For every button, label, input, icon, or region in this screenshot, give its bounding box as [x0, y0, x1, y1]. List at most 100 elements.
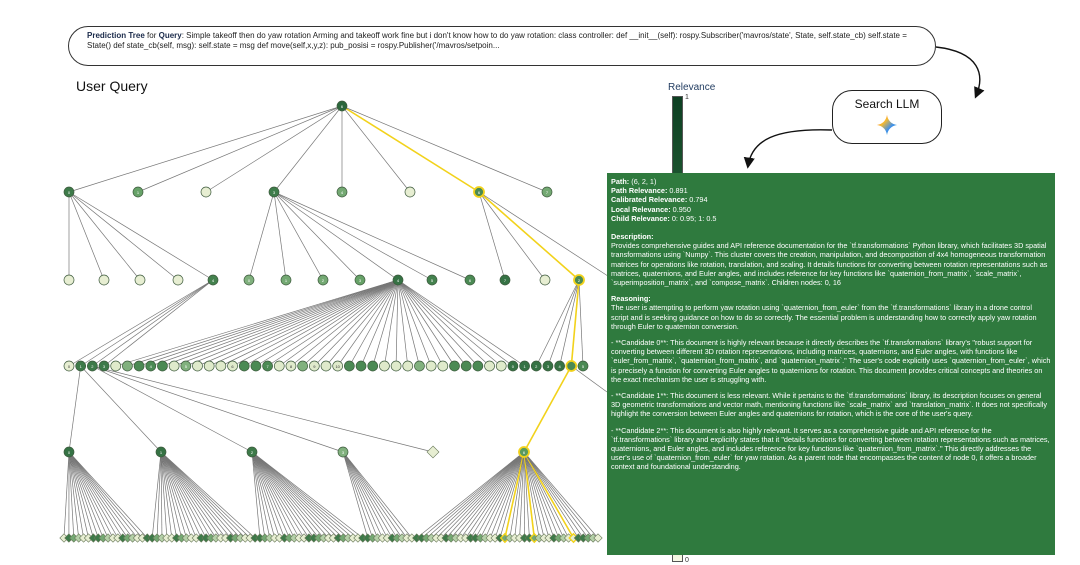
tree-node-l2[interactable] — [539, 274, 551, 286]
edge-l4-leaf-0 — [63, 451, 70, 539]
tree-node-l3[interactable] — [565, 360, 578, 372]
tree-node-l3[interactable]: 4 — [554, 360, 565, 372]
tree-node-l3[interactable] — [320, 360, 332, 372]
tree-node-l3[interactable]: 10 — [332, 360, 344, 372]
search-llm-box: Search LLM — [832, 90, 942, 144]
tree-node-l3[interactable] — [297, 360, 308, 372]
tree-node-l2[interactable]: 4 — [392, 274, 404, 286]
tree-node-l3[interactable]: 3 — [542, 360, 554, 372]
reasoning-label: Reasoning: — [611, 294, 651, 304]
edge-l2-l3-33 — [397, 279, 455, 367]
tree-node-l3[interactable]: 9 — [308, 360, 320, 372]
edge-l2-l3-18 — [279, 279, 399, 367]
tree-node-l3[interactable] — [215, 360, 227, 372]
tree-node-l3[interactable] — [192, 360, 203, 372]
tree-node-l1[interactable]: 4 — [336, 186, 348, 198]
tree-node-l3[interactable] — [379, 360, 390, 372]
tree-node-l1[interactable]: 7 — [541, 186, 553, 198]
tree-node-l1[interactable] — [404, 186, 416, 198]
edge-l4-leaf-66 — [342, 451, 388, 539]
tree-leaf-document[interactable] — [593, 533, 603, 543]
tree-node-l3[interactable] — [344, 360, 355, 372]
tree-node-l3[interactable]: 6 — [227, 360, 238, 372]
edge-l1-l2-4 — [68, 191, 214, 281]
tree-node-l2[interactable]: 2 — [573, 274, 585, 286]
tree-node-l3[interactable] — [168, 360, 180, 372]
tree-node-l3[interactable]: 0 — [63, 360, 75, 372]
tree-node-l3[interactable] — [367, 360, 379, 372]
tree-node-l3[interactable] — [133, 360, 145, 372]
tree-node-l3[interactable]: 5 — [577, 360, 589, 372]
tree-node-l3[interactable]: 0 — [507, 360, 519, 372]
tree-node-root[interactable]: 6 — [336, 100, 348, 112]
tree-node-l4[interactable]: 0 — [63, 446, 75, 458]
query-prefix: Prediction Tree — [87, 31, 145, 40]
tree-node-l3[interactable] — [250, 360, 262, 372]
tree-node-l3[interactable] — [355, 360, 367, 372]
tree-node-l3[interactable]: 8 — [285, 360, 297, 372]
tree-node-l2[interactable]: 7 — [499, 274, 511, 286]
tree-node-l3[interactable] — [472, 360, 484, 372]
tree-node-l2[interactable]: 1 — [280, 274, 292, 286]
tree-node-l2[interactable] — [98, 274, 110, 286]
edge-l4-leaf-59 — [251, 451, 354, 539]
tree-node-l1[interactable]: 6 — [473, 186, 485, 198]
tree-node-l2[interactable]: 0 — [243, 274, 255, 286]
edge-l2-l3-28 — [395, 279, 399, 367]
tree-node-l1[interactable]: 0 — [63, 186, 75, 198]
tree-node-l4[interactable]: 2 — [246, 446, 258, 458]
edge-l2-l3-27 — [384, 279, 399, 367]
tree-node-l1[interactable]: 1 — [132, 186, 144, 198]
tree-node-l3[interactable] — [273, 360, 285, 372]
edge-l4-leaf-29 — [160, 451, 207, 539]
edge-l4-leaf-71 — [342, 451, 413, 539]
tree-node-l3[interactable]: 7 — [262, 360, 273, 372]
tree-node-l3[interactable] — [203, 360, 215, 372]
edge-l1-l2-14 — [478, 191, 580, 281]
tree-node-l1[interactable]: 3 — [268, 186, 280, 198]
tree-node-l3[interactable] — [425, 360, 437, 372]
svg-text:4: 4 — [559, 364, 562, 369]
tree-node-l4[interactable]: 6 — [518, 446, 530, 458]
tree-node-l4[interactable]: 1 — [155, 446, 167, 458]
reasoning-text: The user is attempting to perform yaw ro… — [611, 303, 1037, 331]
tree-node-l3[interactable] — [449, 360, 460, 372]
tree-node-l4[interactable] — [426, 445, 440, 459]
tree-node-l3[interactable]: 2 — [87, 360, 98, 372]
tree-node-l3[interactable]: 3 — [98, 360, 110, 372]
tree-node-l3[interactable]: 1 — [75, 360, 87, 372]
tree-node-l2[interactable]: 6 — [464, 274, 476, 286]
tree-node-l2[interactable] — [134, 274, 146, 286]
tree-node-l2[interactable] — [63, 274, 75, 286]
tree-node-l2[interactable]: 2 — [317, 274, 329, 286]
tree-node-l3[interactable]: 2 — [530, 360, 542, 372]
tree-node-l4[interactable]: 3 — [337, 446, 349, 458]
tree-node-l3[interactable] — [238, 360, 250, 372]
tree-node-l2[interactable]: 3 — [354, 274, 366, 286]
tree-node-l3[interactable] — [484, 360, 495, 372]
tree-node-l3[interactable] — [414, 360, 425, 372]
tree-node-l3[interactable] — [437, 360, 449, 372]
tree-node-l3[interactable] — [402, 360, 414, 372]
tree-node-l1[interactable] — [200, 186, 212, 198]
edge-l2-l3-31 — [397, 279, 432, 367]
edge-l4-leaf-12 — [68, 451, 124, 539]
edge-l4-leaf-98 — [523, 451, 545, 539]
tree-node-l2[interactable] — [172, 274, 184, 286]
tree-node-l3[interactable] — [122, 360, 133, 372]
tree-node-l3[interactable]: 5 — [180, 360, 192, 372]
tree-node-l2[interactable]: 4 — [207, 274, 219, 286]
tree-node-l3[interactable]: 1 — [519, 360, 530, 372]
tree-node-l3[interactable] — [110, 360, 122, 372]
edge-l4-leaf-2 — [68, 451, 75, 539]
tree-node-l2[interactable]: 5 — [426, 274, 438, 286]
tree-node-l3[interactable] — [495, 360, 507, 372]
tree-node-l3[interactable] — [157, 360, 168, 372]
svg-text:1: 1 — [80, 364, 83, 369]
tree-node-l3[interactable] — [390, 360, 402, 372]
tree-node-l3[interactable] — [460, 360, 472, 372]
edge-l3-l4-2 — [92, 365, 253, 453]
tree-node-l3[interactable]: 4 — [145, 360, 157, 372]
edge-l4-leaf-95 — [523, 451, 530, 539]
edge-l4-leaf-19 — [156, 451, 162, 539]
